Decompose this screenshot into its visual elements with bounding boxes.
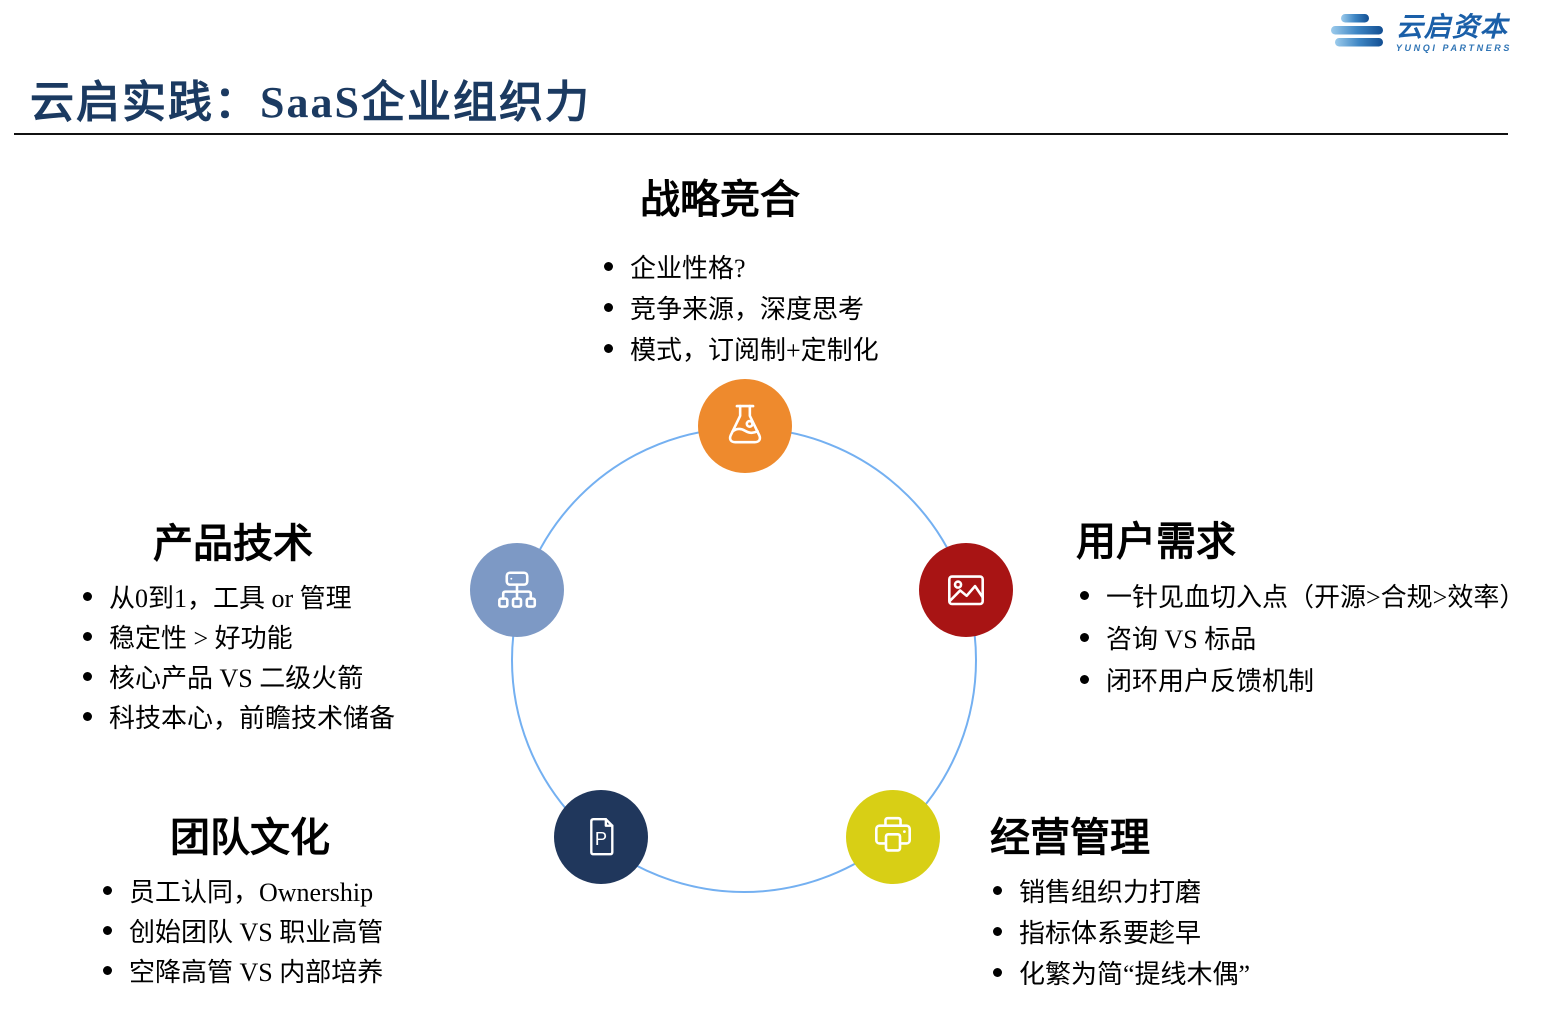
logo-company-subtitle: YUNQI PARTNERS: [1395, 42, 1512, 53]
bullet-item: 一针见血切入点（开源>合规>效率）: [1076, 574, 1525, 616]
bullet-text: 企业性格?: [630, 254, 746, 283]
image-icon: [948, 575, 984, 606]
bullet-item: 模式，订阅制+定制化: [604, 328, 879, 369]
bullet-text: 闭环用户反馈机制: [1106, 666, 1315, 696]
bullet-list: 企业性格? 竞争来源，深度思考 模式，订阅制+定制化: [604, 246, 879, 369]
node-product: [470, 543, 564, 637]
bullet-dot: [604, 344, 613, 353]
bullet-dot: [103, 885, 112, 895]
bullet-item: 员工认同，Ownership: [100, 870, 383, 910]
bullet-item: 竞争来源，深度思考: [604, 287, 879, 328]
printer-icon: [875, 816, 911, 852]
document-icon: P: [590, 818, 614, 856]
section-strategy: 战略竞合 企业性格? 竞争来源，深度思考 模式，订阅制+定制化: [604, 178, 879, 369]
bullet-dot: [1080, 590, 1089, 600]
bullet-dot: [103, 925, 112, 935]
bullet-item: 核心产品 VS 二级火箭: [55, 656, 395, 696]
bullet-item: 闭环用户反馈机制: [1076, 658, 1525, 700]
bullet-list: 一针见血切入点（开源>合规>效率） 咨询 VS 标品 闭环用户反馈机制: [1076, 574, 1525, 700]
bullet-item: 稳定性 > 好功能: [55, 616, 395, 656]
bullet-dot: [83, 711, 92, 721]
title-divider: [14, 133, 1508, 135]
bullet-dot: [604, 262, 613, 271]
bullet-dot: [1080, 674, 1089, 684]
node-ops: [846, 790, 940, 884]
bullet-text: 化繁为简“提线木偶”: [1019, 960, 1251, 989]
bullet-dot: [604, 303, 613, 312]
bullet-item: 创始团队 VS 职业高管: [100, 910, 383, 950]
section-user: 用户需求 一针见血切入点（开源>合规>效率） 咨询 VS 标品 闭环用户反馈机制: [1076, 520, 1525, 700]
bullet-text: 空降高管 VS 内部培养: [129, 957, 384, 987]
section-ops: 经营管理 销售组织力打磨 指标体系要趁早 化繁为简“提线木偶”: [990, 816, 1250, 993]
bullet-text: 稳定性 > 好功能: [109, 623, 293, 653]
bullet-text: 模式，订阅制+定制化: [630, 336, 879, 365]
flask-icon: [728, 404, 762, 444]
bullet-list: 员工认同，Ownership 创始团队 VS 职业高管 空降高管 VS 内部培养: [100, 870, 383, 990]
section-title-ops: 经营管理: [990, 815, 1150, 860]
section-product: 产品技术 从0到1，工具 or 管理 稳定性 > 好功能 核心产品 VS 二级火…: [55, 522, 395, 736]
bullet-item: 化繁为简“提线木偶”: [990, 952, 1250, 993]
bullet-list: 从0到1，工具 or 管理 稳定性 > 好功能 核心产品 VS 二级火箭 科技本…: [55, 576, 395, 736]
bullet-item: 指标体系要趁早: [990, 911, 1250, 952]
bullet-text: 核心产品 VS 二级火箭: [109, 663, 364, 693]
bullet-item: 企业性格?: [604, 246, 879, 287]
bullet-text: 员工认同，Ownership: [129, 877, 374, 907]
bullet-dot: [83, 591, 92, 601]
section-title-strategy: 战略竞合: [640, 177, 800, 222]
bullet-dot: [993, 968, 1002, 977]
yunqi-logo-mark-icon: [1330, 14, 1383, 47]
bullet-dot: [83, 671, 92, 681]
document-letter: P: [595, 828, 607, 849]
logo-company-name: 云启资本: [1395, 11, 1508, 42]
bullet-text: 竞争来源，深度思考: [630, 295, 865, 324]
bullet-item: 空降高管 VS 内部培养: [100, 950, 383, 990]
bullet-dot: [993, 927, 1002, 936]
org-chart-icon: [498, 571, 537, 608]
bullet-item: 咨询 VS 标品: [1076, 616, 1525, 658]
yunqi-logo: 云启资本 YUNQI PARTNERS: [1325, 12, 1512, 54]
section-team: 团队文化 员工认同，Ownership 创始团队 VS 职业高管 空降高管 VS…: [100, 816, 383, 990]
bullet-item: 从0到1，工具 or 管理: [55, 576, 395, 616]
yunqi-logo-text: 云启资本 YUNQI PARTNERS: [1395, 11, 1512, 53]
node-user: [919, 543, 1013, 637]
section-title-user: 用户需求: [1076, 519, 1236, 564]
bullet-text: 一针见血切入点（开源>合规>效率）: [1106, 582, 1526, 612]
bullet-text: 科技本心，前瞻技术储备: [109, 703, 396, 733]
node-strategy: [698, 379, 792, 473]
node-team: P: [554, 790, 648, 884]
bullet-text: 咨询 VS 标品: [1106, 624, 1257, 654]
bullet-text: 从0到1，工具 or 管理: [109, 583, 352, 613]
bullet-text: 指标体系要趁早: [1019, 919, 1202, 948]
section-title-product: 产品技术: [153, 521, 313, 566]
bullet-dot: [83, 631, 92, 641]
bullet-text: 创始团队 VS 职业高管: [129, 917, 384, 947]
bullet-dot: [993, 886, 1002, 895]
bullet-text: 销售组织力打磨: [1019, 878, 1202, 907]
bullet-item: 科技本心，前瞻技术储备: [55, 696, 395, 736]
section-title-team: 团队文化: [170, 815, 330, 860]
bullet-dot: [103, 965, 112, 975]
bullet-dot: [1080, 632, 1089, 642]
bullet-list: 销售组织力打磨 指标体系要趁早 化繁为简“提线木偶”: [990, 870, 1250, 993]
page-title: 云启实践：SaaS企业组织力: [30, 78, 591, 127]
bullet-item: 销售组织力打磨: [990, 870, 1250, 911]
